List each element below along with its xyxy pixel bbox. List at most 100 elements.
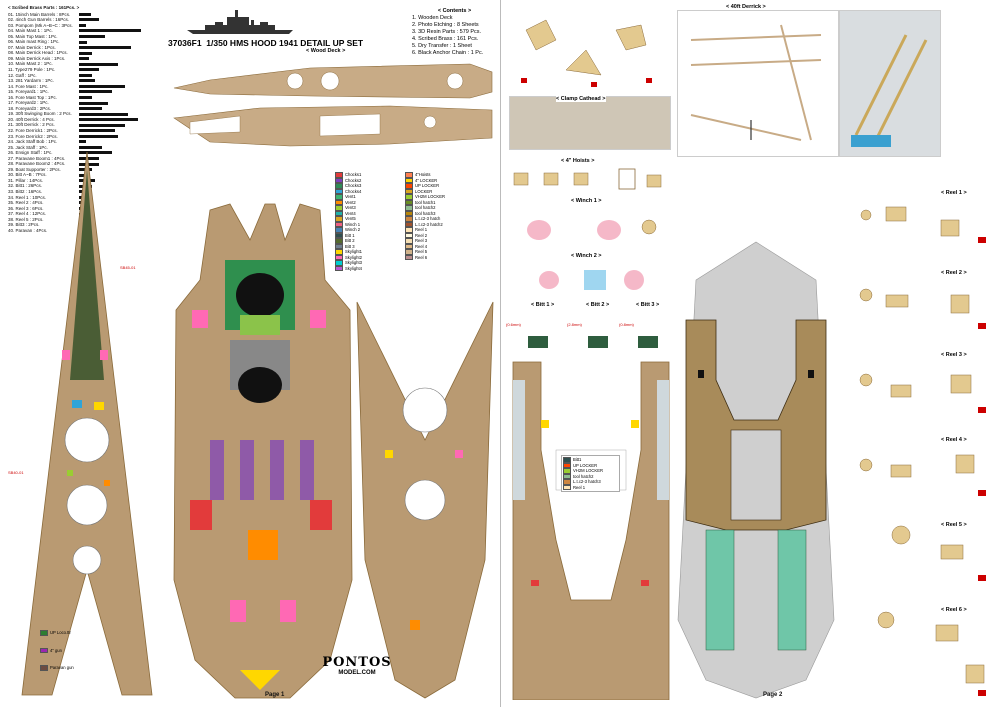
parts-list-item: 38. Reel 5 : 2Pcs. bbox=[8, 216, 44, 222]
parts-list-item: 01. 15inch Main Barrels : 8Pcs. bbox=[8, 11, 71, 17]
parts-list-item: 28. Paravane Boom2 : 4Pcs. bbox=[8, 161, 66, 167]
parts-list-item: 16. Fore Mast Top : 1Pc. bbox=[8, 94, 57, 100]
legend-swatch bbox=[405, 199, 413, 205]
parts-list-row: 28. Paravane Boom2 : 4Pcs. bbox=[8, 161, 148, 167]
legend-label: Skylight3 bbox=[345, 260, 362, 266]
section-label: < Clamp Cathead > bbox=[556, 96, 606, 102]
length-bar bbox=[79, 84, 125, 88]
parts-list-item: 24. Jack Staff Bob : 1Pc. bbox=[8, 139, 58, 145]
mini-legend-item: Bitt1 bbox=[563, 457, 618, 463]
page-divider bbox=[500, 0, 501, 707]
legend-label: Reel 6 bbox=[415, 254, 428, 260]
winch2-drawing bbox=[539, 270, 644, 290]
legend-item: tool hatch2 bbox=[405, 205, 495, 211]
page1: < Scribed Brass Parts : 161Pcs. > 01. 15… bbox=[8, 5, 497, 699]
legend-swatch bbox=[405, 238, 413, 244]
legend-item: Vent1 bbox=[335, 194, 405, 200]
lower-legend-item: 4" gun bbox=[40, 647, 120, 653]
parts-list-item: 11. Type279 Pole : 1Pc. bbox=[8, 67, 56, 72]
legend-label: LOCKER bbox=[415, 188, 433, 194]
parts-list-item: 09. Main Derrick Axis : 1Pcs. bbox=[8, 55, 66, 61]
legend-item: Skylight1 bbox=[335, 249, 405, 255]
legend-item: Skylight4 bbox=[335, 265, 405, 271]
section-label: < 40ft Derrick > bbox=[726, 4, 766, 10]
legend-label: UP LOCKER bbox=[573, 462, 598, 468]
legend-item: tool hatch1 bbox=[405, 199, 495, 205]
section-label: < Bitt 2 > bbox=[586, 302, 610, 308]
length-bar bbox=[79, 35, 105, 38]
winch1-drawing bbox=[527, 219, 657, 240]
legend-label: Chocks3 bbox=[345, 183, 362, 189]
legend-item: tool hatch3 bbox=[405, 210, 495, 216]
legend-label: 4"Hoists bbox=[415, 172, 431, 178]
legend-swatch bbox=[405, 227, 413, 233]
parts-list-row: 16. Fore Mast Top : 1Pc. bbox=[8, 95, 148, 101]
length-bar bbox=[79, 90, 112, 94]
length-bar bbox=[79, 79, 95, 83]
legend-swatch bbox=[335, 254, 343, 260]
legend-label: L.t.c2-3 hatch2 bbox=[415, 221, 443, 227]
legend-swatch bbox=[405, 254, 413, 260]
legend-item: Vent5 bbox=[335, 216, 405, 222]
section-label: < Reel 1 > bbox=[941, 190, 967, 196]
legend-item: Bitt 2 bbox=[335, 238, 405, 244]
legend-swatch bbox=[335, 260, 343, 266]
parts-list-item: 25. Jack Staff : 1Pc. bbox=[8, 144, 48, 150]
parts-list-item: 20. 40ft Derrick : 4 Pcs. bbox=[8, 116, 55, 122]
section-label: < Bitt 1 > bbox=[531, 302, 555, 308]
legend-item: 4" LOCKER bbox=[405, 177, 495, 183]
legend-label: tool hatch1 bbox=[415, 199, 436, 205]
brand-url: MODEL.COM bbox=[338, 670, 376, 676]
parts-list-row: 11. Type279 Pole : 1Pc. bbox=[8, 67, 148, 73]
length-bar bbox=[79, 129, 115, 133]
parts-list-row: 18. Foreyard3 : 2Pcs. bbox=[8, 106, 148, 112]
contents-box: < Contents > 1. Wooden Deck 2. Photo Etc… bbox=[412, 8, 497, 57]
bitt-dimension: (0.6mm) bbox=[506, 322, 521, 327]
page2-stern-deck-diagram bbox=[512, 361, 670, 700]
parts-list-row: 01. 15inch Main Barrels : 8Pcs. bbox=[8, 12, 148, 18]
parts-list-item: 32. Bitt1 : 26Pcs. bbox=[8, 183, 43, 189]
bitt-drawings bbox=[528, 336, 658, 348]
legend-swatch bbox=[335, 232, 343, 238]
length-bar bbox=[79, 57, 89, 61]
parts-list-item: 06. Main mast Ring : 1Pc. bbox=[8, 39, 60, 45]
legend-label: UP LOCKER bbox=[415, 183, 440, 189]
legend-swatch bbox=[335, 227, 343, 233]
legend-label: tool hatch3 bbox=[415, 210, 436, 216]
length-bar bbox=[79, 51, 92, 55]
length-bar bbox=[79, 23, 86, 27]
legend-swatch bbox=[405, 243, 413, 249]
legend-item: L.t.c2-3 hatch2 bbox=[405, 221, 495, 227]
bow-deck-diagram bbox=[21, 151, 153, 696]
length-bar bbox=[79, 123, 125, 127]
length-bar bbox=[79, 73, 92, 77]
legend-swatch bbox=[335, 216, 343, 222]
parts-list-item: 03. Pompom (Mk A~B~C : 3Pcs. bbox=[8, 22, 73, 28]
legend-label: Skylight2 bbox=[345, 254, 362, 260]
ship-silhouette-icon bbox=[187, 10, 293, 34]
parts-list-row: 10. Main Mast 2 : 1Pc. bbox=[8, 61, 148, 67]
legend-item: Chocks3 bbox=[335, 183, 405, 189]
length-bar bbox=[79, 107, 102, 111]
legend-label: Skylight1 bbox=[345, 249, 362, 255]
parts-list-item: 04. Main Mast 1 : 1Pc. bbox=[8, 28, 53, 34]
parts-list-item: 15. Foreyard1 : 1Pc. bbox=[8, 89, 49, 95]
contents-item: 4. Scribed Brass : 161 Pcs. bbox=[412, 36, 479, 42]
clamp-cathead-photo-panel bbox=[509, 96, 671, 150]
parts-list-row: 09. Main Derrick Axis : 1Pcs. bbox=[8, 56, 148, 62]
parts-list-item: 19. 30ft Swinging Boom : 2 Pcs. bbox=[8, 111, 72, 117]
bitt-dimension: (2.8mm) bbox=[567, 322, 582, 327]
length-bar bbox=[79, 12, 91, 16]
legend-item: Chocks2 bbox=[335, 177, 405, 183]
kit-title-row: 37036F1 1/350 HMS HOOD 1941 DETAIL UP SE… bbox=[168, 38, 363, 48]
parts-list-row: 27. Paravane Boom1 : 4Pcs. bbox=[8, 156, 148, 162]
legend-label: Vent4 bbox=[345, 210, 356, 216]
main-deck-diagram bbox=[173, 203, 353, 699]
legend-swatch bbox=[405, 177, 413, 183]
legend-swatch bbox=[405, 205, 413, 211]
clamp-parts-drawing bbox=[521, 19, 652, 87]
legend-label: tool hatch2 bbox=[415, 205, 436, 211]
